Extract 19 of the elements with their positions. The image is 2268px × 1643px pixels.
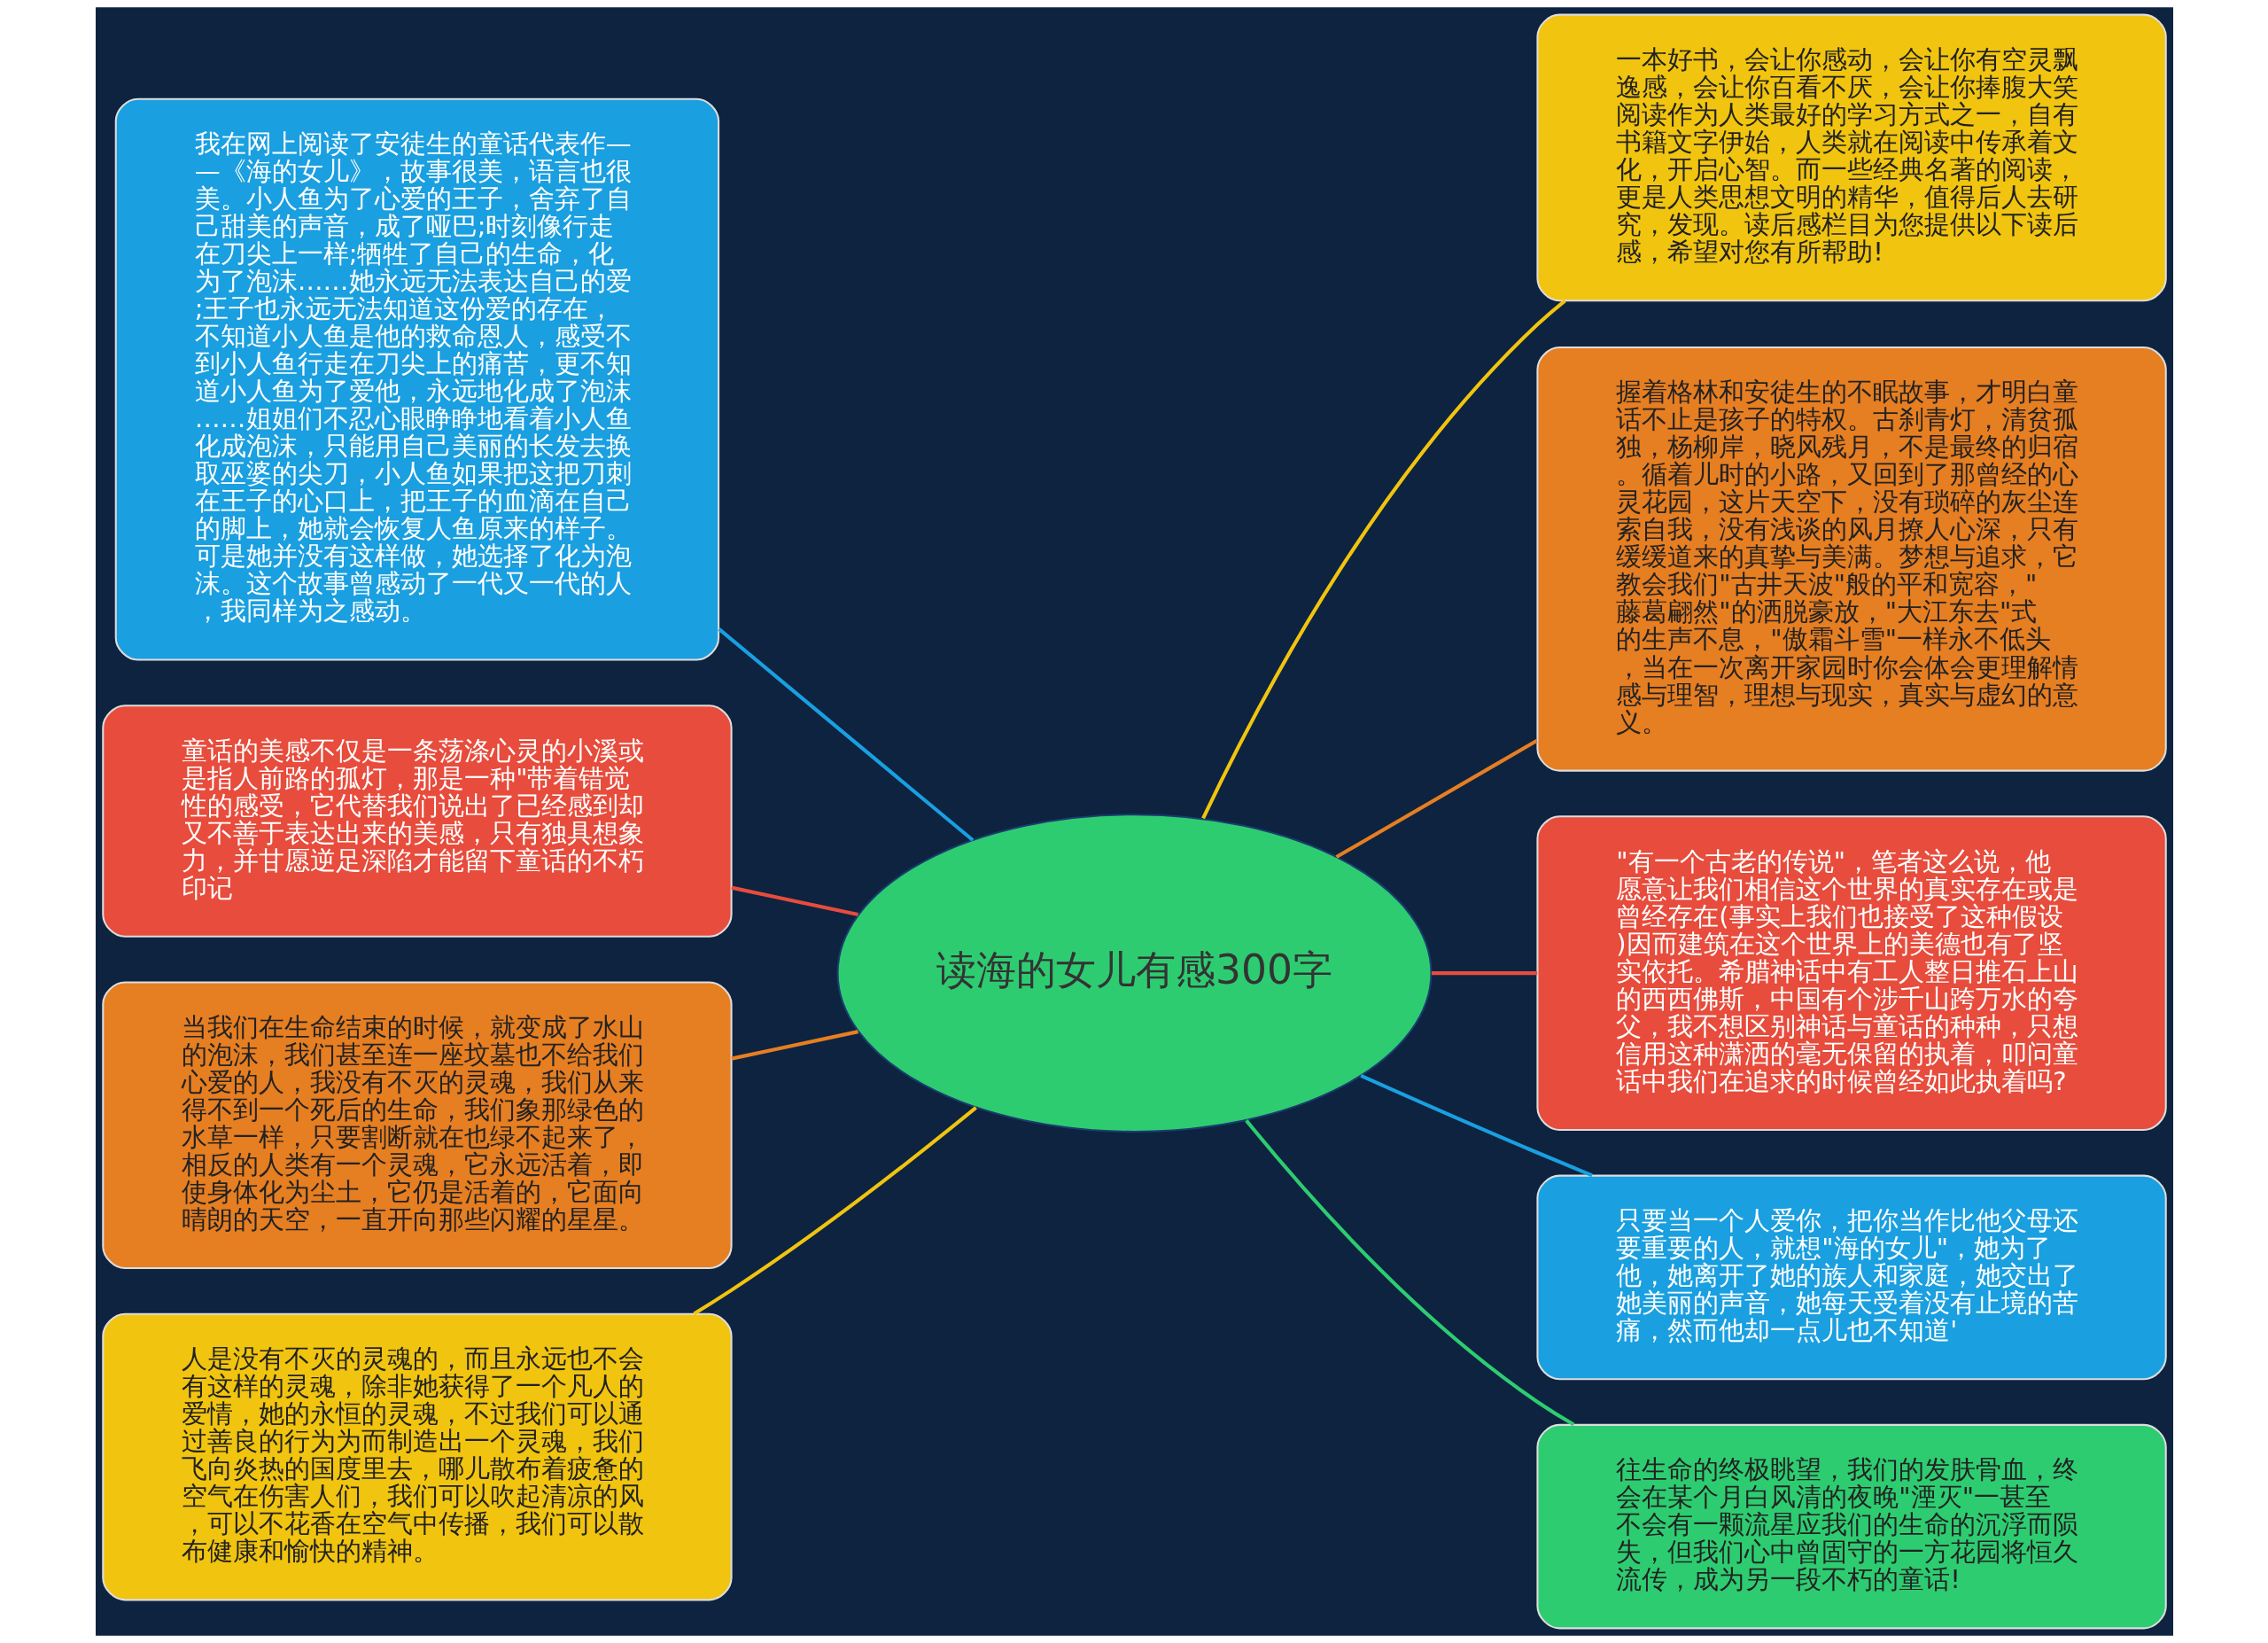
node-box: 往生命的终极眺望，我们的发肤骨血，终会在某个月白风清的夜晚"湮灭"一甚至不会有一颗流星应我们的生命的沉浮而陨失，但我们心中曾固守的一方花园将恒久流传，成为另一段不朽的童话! bbox=[1535, 1423, 2167, 1630]
node-box: 人是没有不灭的灵魂的，而且永远也不会有这样的灵魂，除非她获得了一个凡人的爱情，她的永恒的灵魂，不过我们可以通过善良的行为为而制造出一个灵魂，我们飞向炎热的国度里去，哪儿散布着疲惫的空气在伤害人们，我们可以吹起清凉的风，可以不花香在空气中传播，我们可以散布健康和愉快的精神。 bbox=[101, 1312, 733, 1601]
node-box: 当我们在生命结束的时候，就变成了水山的泡沫，我们甚至连一座坟墓也不给我们心爱的人，我没有不灭的灵魂，我们从来得不到一个死后的生命，我们象那绿色的水草一样，只要割断就在也绿不起来了，相反的人类有一个灵魂，它永远活着，即使身体化为尘土，它仍是活着的，它面向晴朗的天空，一直开向那些闪耀的星星。 bbox=[101, 981, 733, 1270]
connector bbox=[1244, 1119, 1574, 1427]
connector bbox=[1200, 299, 1566, 820]
node-box: 童话的美感不仅是一条荡涤心灵的小溪或是指人前路的孤灯，那是一种"带着错觉性的感受，它代替我们说出了已经感到却又不善于表达出来的美感，只有独具想象力，并甘愿逆足深陷才能留下童话的不朽印记 bbox=[101, 705, 733, 938]
connector bbox=[1335, 738, 1538, 859]
node-box: 一本好书，会让你感动，会让你有空灵飘逸感，会让你百看不厌，会让你捧腹大笑阅读作为人类最好的学习方式之一，自有书籍文字伊始，人类就在阅读中传承着文化，开启心智。而一些经典名著的阅读，更是人类思想文明的精华，值得后人去研究，发现。读后感栏目为您提供以下读后感，希望对您有所帮助! bbox=[1535, 13, 2167, 302]
node-box: 我在网上阅读了安徒生的童话代表作——《海的女儿》，故事很美，语言也很美。小人鱼为了心爱的王子，舍弃了自己甜美的声音，成了哑巴;时刻像行走在刀尖上一样;牺牲了自己的生命，化为了泡沫……她永远无法表达自己的爱;王子也永远无法知道这份爱的存在，不知道小人鱼是他的救命恩人，感受不到小人鱼行走在刀尖上的痛苦，更不知道小人鱼为了爱他，永远地化成了泡沫……姐姐们不忍心眼睁睁地看着小人鱼化成泡沫，只能用自己美丽的长发去换取巫婆的尖刀，小人鱼如果把这把刀刺在王子的心口上，把王子的血滴在自己的脚上，她就会恢复人鱼原来的样子。可是她并没有这样做，她选择了化为泡沫。这个故事曾感动了一代又一代的人，我同样为之感动。 bbox=[114, 97, 719, 661]
connector bbox=[1431, 971, 1537, 976]
connector bbox=[1359, 1073, 1593, 1178]
node-box: 只要当一个人爱你，把你当作比他父母还要重要的人，就想"海的女儿"，她为了他，她离开了她的族人和家庭，她交出了她美丽的声音，她每天受着没有止境的苦痛，然而他却一点儿也不知道' bbox=[1535, 1174, 2167, 1381]
node-ellipse: 读海的女儿有感300字 bbox=[835, 814, 1433, 1133]
connector bbox=[730, 1030, 858, 1061]
connector bbox=[717, 627, 974, 842]
connector bbox=[692, 1106, 977, 1316]
node-box: "有一个古老的传说"，笔者这么说，他愿意让我们相信这个世界的真实存在或是曾经存在(事实上我们也接受了这种假设)因而建筑在这个世界上的美德也有了坚实依托。希腊神话中有工人整日推石上山的西西佛斯，中国有个涉千山跨万水的夸父，我不想区别神话与童话的种种，只想信用这种潇洒的毫无保留的执着，叩问童话中我们在追求的时候曾经如此执着吗? bbox=[1535, 815, 2167, 1131]
node-box: 握着格林和安徒生的不眠故事，才明白童话不止是孩子的特权。古刹青灯，清贫孤独，杨柳岸，晓风残月，不是最终的归宿。循着儿时的小路，又回到了那曾经的心灵花园，这片天空下，没有琐碎的灰尘连索自我，没有浅谈的风月撩人心深，只有缓缓道来的真挚与美满。梦想与追求，它教会我们"古井天波"般的平和宽容，"藤葛翩然"的洒脱豪放，"大江东去"式的生声不息，"傲霜斗雪"一样永不低头，当在一次离开家园时你会体会更理解情感与理智，理想与现实，真实与虚幻的意义。 bbox=[1535, 346, 2167, 772]
connector bbox=[730, 885, 858, 917]
